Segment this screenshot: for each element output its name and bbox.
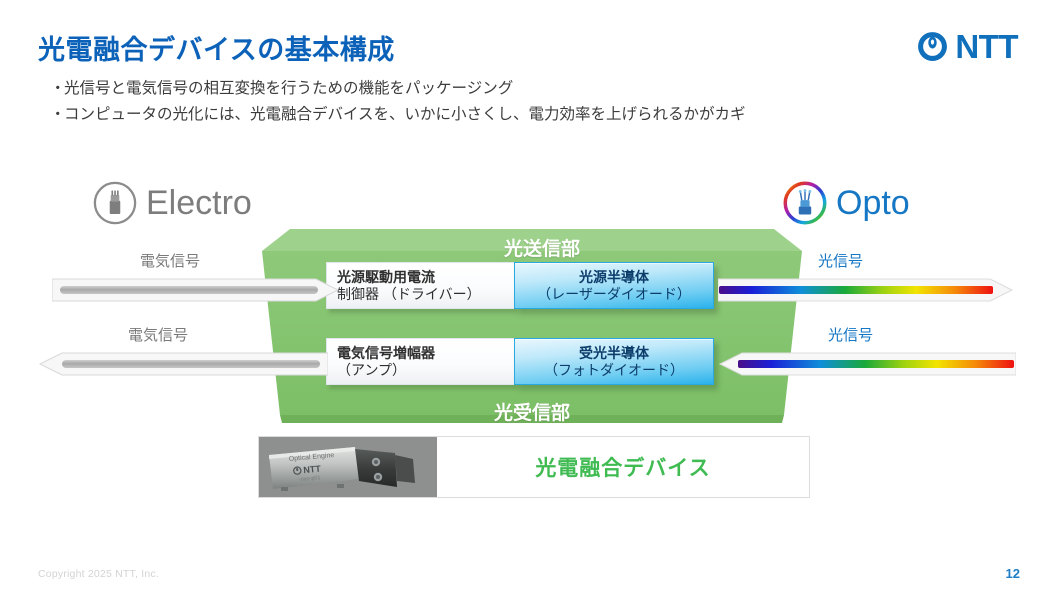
- device-photo-strip: Optical Engine NTT -oxo-p01 光電融合デバイス: [258, 436, 810, 498]
- list-item: ・コンピュータの光化には、光電融合デバイスを、いかに小さくし、電力効率を上げられ…: [50, 102, 1010, 128]
- laser-diode-line-1: 光源半導体: [578, 268, 649, 285]
- bullet-marker: ・: [50, 80, 66, 97]
- bullet-text: 光信号と電気信号の相互変換を行うための機能をパッケージング: [64, 80, 514, 97]
- list-item: ・光信号と電気信号の相互変換を行うための機能をパッケージング: [50, 76, 1010, 102]
- electric-signal-label-out: 電気信号: [128, 327, 189, 344]
- svg-text:-oxo-p01: -oxo-p01: [299, 475, 321, 483]
- opto-label: Opto: [836, 184, 910, 222]
- copyright-text: Copyright 2025 NTT, Inc.: [38, 568, 159, 580]
- electric-signal-label-in: 電気信号: [140, 253, 201, 270]
- optical-signal-label-in: 光信号: [828, 327, 874, 344]
- driver-line-2: 制御器 （ドライバー）: [337, 285, 481, 302]
- optical-signal-arrow-in: [716, 350, 1017, 383]
- amplifier-line-2: （アンプ）: [337, 361, 407, 378]
- optical-signal-arrow-out: [717, 276, 1016, 309]
- transmitter-component-row: 光源駆動用電流 制御器 （ドライバー） 光源半導体 （レーザーダイオード）: [326, 262, 714, 309]
- electric-signal-arrow-out: [36, 350, 329, 383]
- photodiode-line-2: （フォトダイオード）: [544, 361, 684, 378]
- receiver-section-title: 光受信部: [493, 403, 570, 424]
- page-number: 12: [1005, 566, 1020, 581]
- bullet-list: ・光信号と電気信号の相互変換を行うための機能をパッケージング ・コンピュータの光…: [50, 76, 1010, 128]
- opto-caption: Opto: [782, 180, 910, 226]
- driver-line-1: 光源駆動用電流: [337, 268, 435, 285]
- laser-diode-line-2: （レーザーダイオード）: [537, 285, 691, 302]
- photodiode-block: 受光半導体 （フォトダイオード）: [514, 338, 714, 385]
- driver-block: 光源駆動用電流 制御器 （ドライバー）: [326, 262, 514, 309]
- optoelectronic-device-label: 光電融合デバイス: [535, 457, 711, 480]
- electro-plug-icon: [93, 181, 137, 225]
- optical-signal-label-out: 光信号: [818, 253, 864, 270]
- electro-caption: Electro: [92, 180, 252, 226]
- optical-engine-photo: Optical Engine NTT -oxo-p01: [259, 437, 437, 497]
- svg-text:Optical Engine: Optical Engine: [289, 452, 335, 463]
- photodiode-line-1: 受光半導体: [579, 344, 649, 361]
- bullet-marker: ・: [50, 106, 66, 123]
- opto-fiber-icon: [783, 181, 827, 225]
- transmitter-section-title: 光送信部: [503, 239, 580, 260]
- electric-signal-arrow-in: [51, 276, 342, 309]
- svg-text:NTT: NTT: [303, 464, 322, 476]
- electro-label: Electro: [146, 184, 252, 222]
- laser-diode-text: 光源半導体 （レーザーダイオード）: [537, 269, 691, 303]
- laser-diode-block: 光源半導体 （レーザーダイオード）: [514, 262, 714, 309]
- receiver-component-row: 電気信号増幅器 （アンプ） 受光半導体 （フォトダイオード）: [326, 338, 714, 385]
- photodiode-text: 受光半導体 （フォトダイオード）: [544, 345, 684, 379]
- bullet-text: コンピュータの光化には、光電融合デバイスを、いかに小さくし、電力効率を上げられる…: [64, 106, 746, 123]
- page-title: 光電融合デバイスの基本構成: [38, 35, 395, 65]
- ntt-swirl-icon: [918, 32, 948, 61]
- ntt-wordmark: NTT: [955, 28, 1018, 65]
- ntt-logo: NTT: [916, 30, 1018, 63]
- amplifier-line-1: 電気信号増幅器: [337, 344, 435, 361]
- amplifier-block: 電気信号増幅器 （アンプ）: [326, 338, 514, 385]
